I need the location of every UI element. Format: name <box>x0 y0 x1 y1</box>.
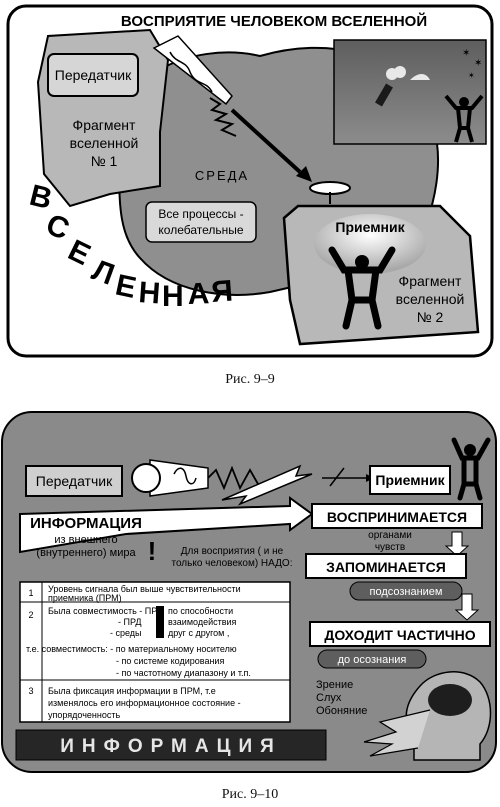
svg-text:✶: ✶ <box>474 58 482 69</box>
universe-letter: Я <box>210 275 234 309</box>
row3-number: 3 <box>28 686 33 696</box>
fragment1-line1: Фрагмент <box>73 117 136 133</box>
figure-9-9: Передатчик Фрагмент вселенной № 1 ВОСПРИ… <box>6 4 494 358</box>
hand-icon <box>363 709 431 757</box>
partial-label: ДОХОДИТ ЧАСТИЧНО <box>324 627 475 643</box>
brain-icon <box>428 684 472 716</box>
receiver-label: Приемник <box>335 219 405 235</box>
needed-line2: только человеком) НАДО: <box>172 558 293 569</box>
figure-9-10: Передатчик Приемник ИНФОРМАЦИЯ из внешне… <box>1 411 497 773</box>
row2-right1: по способности <box>168 606 233 616</box>
figure1-title: ВОСПРИЯТИЕ ЧЕЛОВЕКОМ ВСЕЛЕННОЙ <box>121 12 427 30</box>
receiver-person-icon-2 <box>451 437 491 501</box>
universe-letter: А <box>187 277 210 311</box>
subconscious-label: подсознанием <box>369 586 442 598</box>
person-in-space-icon <box>444 94 484 143</box>
requirements-table <box>19 581 291 723</box>
sense-sight: Зрение <box>316 679 353 691</box>
receiver-label-2: Приемник <box>375 472 445 488</box>
universe-letter: Н <box>138 276 162 310</box>
row2-line1: т.е. совместимость: - по материальному н… <box>26 644 237 654</box>
processes-line2: колебательные <box>158 223 243 237</box>
transmitter-label: Передатчик <box>55 67 132 83</box>
row2-bracket <box>156 606 164 638</box>
lightning-bolt-icon <box>221 464 313 506</box>
signal-arrow <box>230 108 302 174</box>
row2-right3: друг с другом , <box>168 628 229 638</box>
transmitter-box <box>47 53 139 97</box>
needed-line1: Для восприятия ( и не <box>181 546 284 557</box>
transmitter-box-2 <box>25 465 123 497</box>
fragment2-line1: Фрагмент <box>399 273 462 289</box>
transmitter-label-2: Передатчик <box>36 473 113 489</box>
partial-box <box>309 621 491 647</box>
svg-text:✶: ✶ <box>462 48 470 59</box>
figure2-caption: Рис. 9–10 <box>221 787 279 802</box>
fragment1-line2: вселенной <box>70 135 139 151</box>
row2-left3: - среды <box>110 628 142 638</box>
fragment1-line3: № 1 <box>91 153 118 169</box>
row3-line1: Была фиксация информации в ПРМ, т.е <box>48 686 216 696</box>
row2-line3: - по частотному диапазону и т.п. <box>116 668 251 678</box>
fragment2-line2: вселенной <box>396 291 465 307</box>
awareness-label: до осознания <box>338 654 407 666</box>
figure1-caption: Рис. 9–9 <box>225 372 275 387</box>
information-arrow <box>19 496 314 554</box>
row2-number: 2 <box>28 610 33 620</box>
organs-line1: органами <box>368 530 412 541</box>
exclamation-icon: ! <box>148 536 157 566</box>
subconscious-box <box>349 581 463 601</box>
information-sub1: из внешнего <box>54 534 117 546</box>
sense-hearing: Слух <box>316 692 342 704</box>
row3-line3: упорядоченность <box>48 710 120 720</box>
row1-number: 1 <box>28 588 33 598</box>
perceived-box <box>311 503 483 529</box>
universe-letter: Н <box>162 280 184 313</box>
information-sub2: (внутреннего) мира <box>36 547 136 559</box>
organs-line2: чувств <box>375 542 405 553</box>
row2-left2: - ПРД <box>118 617 141 627</box>
receiver-spotlight <box>314 214 426 274</box>
down-arrow-2-icon <box>454 593 480 621</box>
signal-arrow-head-icon <box>296 166 312 182</box>
remembered-label: ЗАПОМИНАЕТСЯ <box>326 559 446 575</box>
processes-line1: Все процессы - <box>158 207 243 221</box>
perceived-label: ВОСПРИНИМАЕТСЯ <box>327 509 467 525</box>
information-banner-text: ИНФОРМАЦИЯ <box>60 736 282 757</box>
fragment2-line3: № 2 <box>417 309 444 325</box>
processes-box <box>145 201 257 243</box>
down-arrow-1-icon <box>444 531 470 557</box>
medium-label: СРЕДА <box>195 168 249 183</box>
information-banner <box>15 729 327 761</box>
universe-word: В С Е Л Е Н Н А Я <box>26 179 234 313</box>
row1-line2: приемника (ПРМ) <box>48 593 122 603</box>
stars-icon: ✶ ✶ ✶ <box>462 48 482 80</box>
sense-smell: Обоняние <box>316 705 367 717</box>
row2-left1: Была совместимость - ПРМ <box>48 606 165 616</box>
row1-line1: Уровень сигнала был выше чувствительност… <box>48 584 241 594</box>
signal-beam-icon <box>152 35 233 106</box>
receiver-person-icon <box>328 246 396 330</box>
row2-line2: - по системе кодирования <box>116 656 224 666</box>
row2-right2: взаимодействия <box>168 617 237 627</box>
row3-line2: изменялось его информационное состояние … <box>48 698 241 708</box>
zigzag-signal-icon-2 <box>207 465 259 491</box>
microphone-icon <box>131 459 209 497</box>
svg-text:✶: ✶ <box>468 71 475 80</box>
signal-wave-icon <box>169 51 213 93</box>
remembered-box <box>305 553 467 579</box>
awareness-box <box>317 649 427 669</box>
receiver-box-2 <box>369 465 451 495</box>
information-title: ИНФОРМАЦИЯ <box>30 515 142 532</box>
zigzag-signal-icon <box>209 97 237 137</box>
